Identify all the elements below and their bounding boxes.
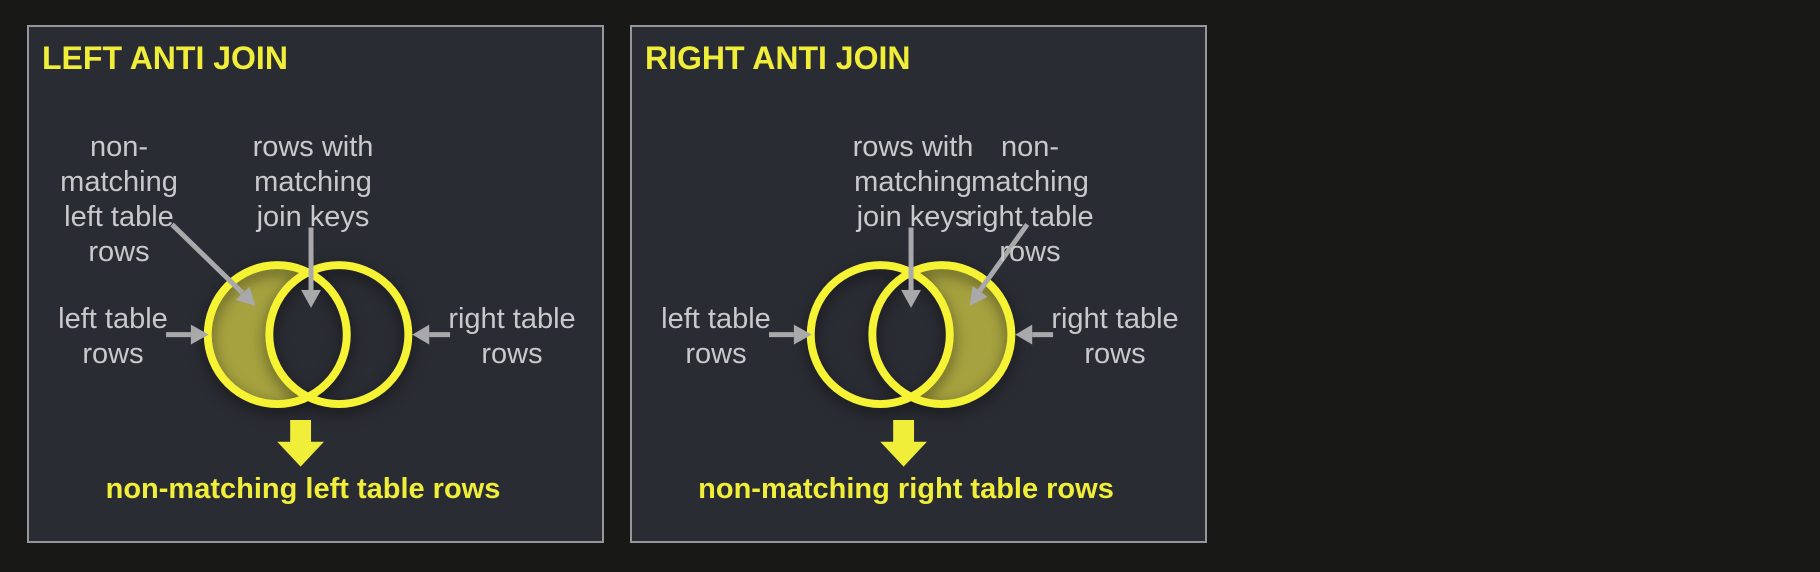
- label-line: rows: [1084, 338, 1146, 370]
- label-line: non-: [89, 131, 149, 163]
- label-line: rows: [685, 338, 747, 370]
- label-line: non-: [1000, 131, 1060, 163]
- label-line: matching: [254, 166, 372, 198]
- left-table-label: left table rows: [58, 302, 168, 372]
- right-table-pointer-arrow-icon: [1015, 324, 1054, 345]
- left-table-pointer-arrow-icon: [769, 324, 812, 345]
- label-line: rows: [999, 236, 1061, 268]
- result-down-arrow-icon: [277, 419, 324, 467]
- shaded-left-crescent: [29, 27, 602, 541]
- label-line: left table: [64, 201, 174, 233]
- label-line: rows: [481, 338, 543, 370]
- crescent-region-label: non- matching right table rows: [966, 130, 1093, 270]
- left-table-label: left table rows: [661, 302, 771, 372]
- label-line: left table: [661, 303, 771, 335]
- intersection-pointer-arrow-icon: [301, 227, 321, 308]
- panel-title: RIGHT ANTI JOIN: [645, 40, 911, 76]
- crescent-region-label: non- matching left table rows: [60, 130, 178, 270]
- intersection-region-label: rows with matching join keys: [253, 130, 374, 235]
- label-line: matching: [854, 166, 972, 198]
- panel-left-anti-join: LEFT ANTI JOIN: [27, 25, 604, 543]
- label-line: rows with: [852, 131, 974, 163]
- intersection-region-label: rows with matching join keys: [853, 130, 974, 235]
- venn-diagram-left-anti-join: [29, 27, 602, 541]
- label-line: right table: [1051, 303, 1179, 335]
- result-label: non-matching right table rows: [698, 473, 1114, 505]
- right-table-circle: [868, 261, 1016, 409]
- left-table-pointer-arrow-icon: [166, 324, 209, 345]
- right-table-label: right table rows: [1051, 302, 1178, 372]
- result-down-arrow-icon: [880, 419, 927, 467]
- label-line: left table: [58, 303, 168, 335]
- result-label: non-matching left table rows: [105, 473, 501, 505]
- label-line: rows: [82, 338, 144, 370]
- right-table-circle: [265, 261, 413, 409]
- label-line: matching: [60, 166, 178, 198]
- label-line: right table: [448, 303, 576, 335]
- right-table-pointer-arrow-icon: [412, 324, 451, 345]
- panel-title: LEFT ANTI JOIN: [42, 40, 288, 76]
- label-line: rows with: [252, 131, 374, 163]
- label-line: right table: [966, 201, 1094, 233]
- right-table-label: right table rows: [448, 302, 575, 372]
- shaded-right-crescent: [632, 27, 1205, 541]
- venn-diagram-right-anti-join: [632, 27, 1205, 541]
- label-line: rows: [88, 236, 150, 268]
- intersection-pointer-arrow-icon: [901, 227, 921, 308]
- crescent-pointer-arrow-icon: [969, 223, 1030, 306]
- panel-right-anti-join: RIGHT ANTI JOIN: [630, 25, 1207, 543]
- label-line: join keys: [256, 201, 370, 233]
- crescent-pointer-arrow-icon: [170, 222, 256, 306]
- label-line: join keys: [856, 201, 970, 233]
- label-line: matching: [971, 166, 1089, 198]
